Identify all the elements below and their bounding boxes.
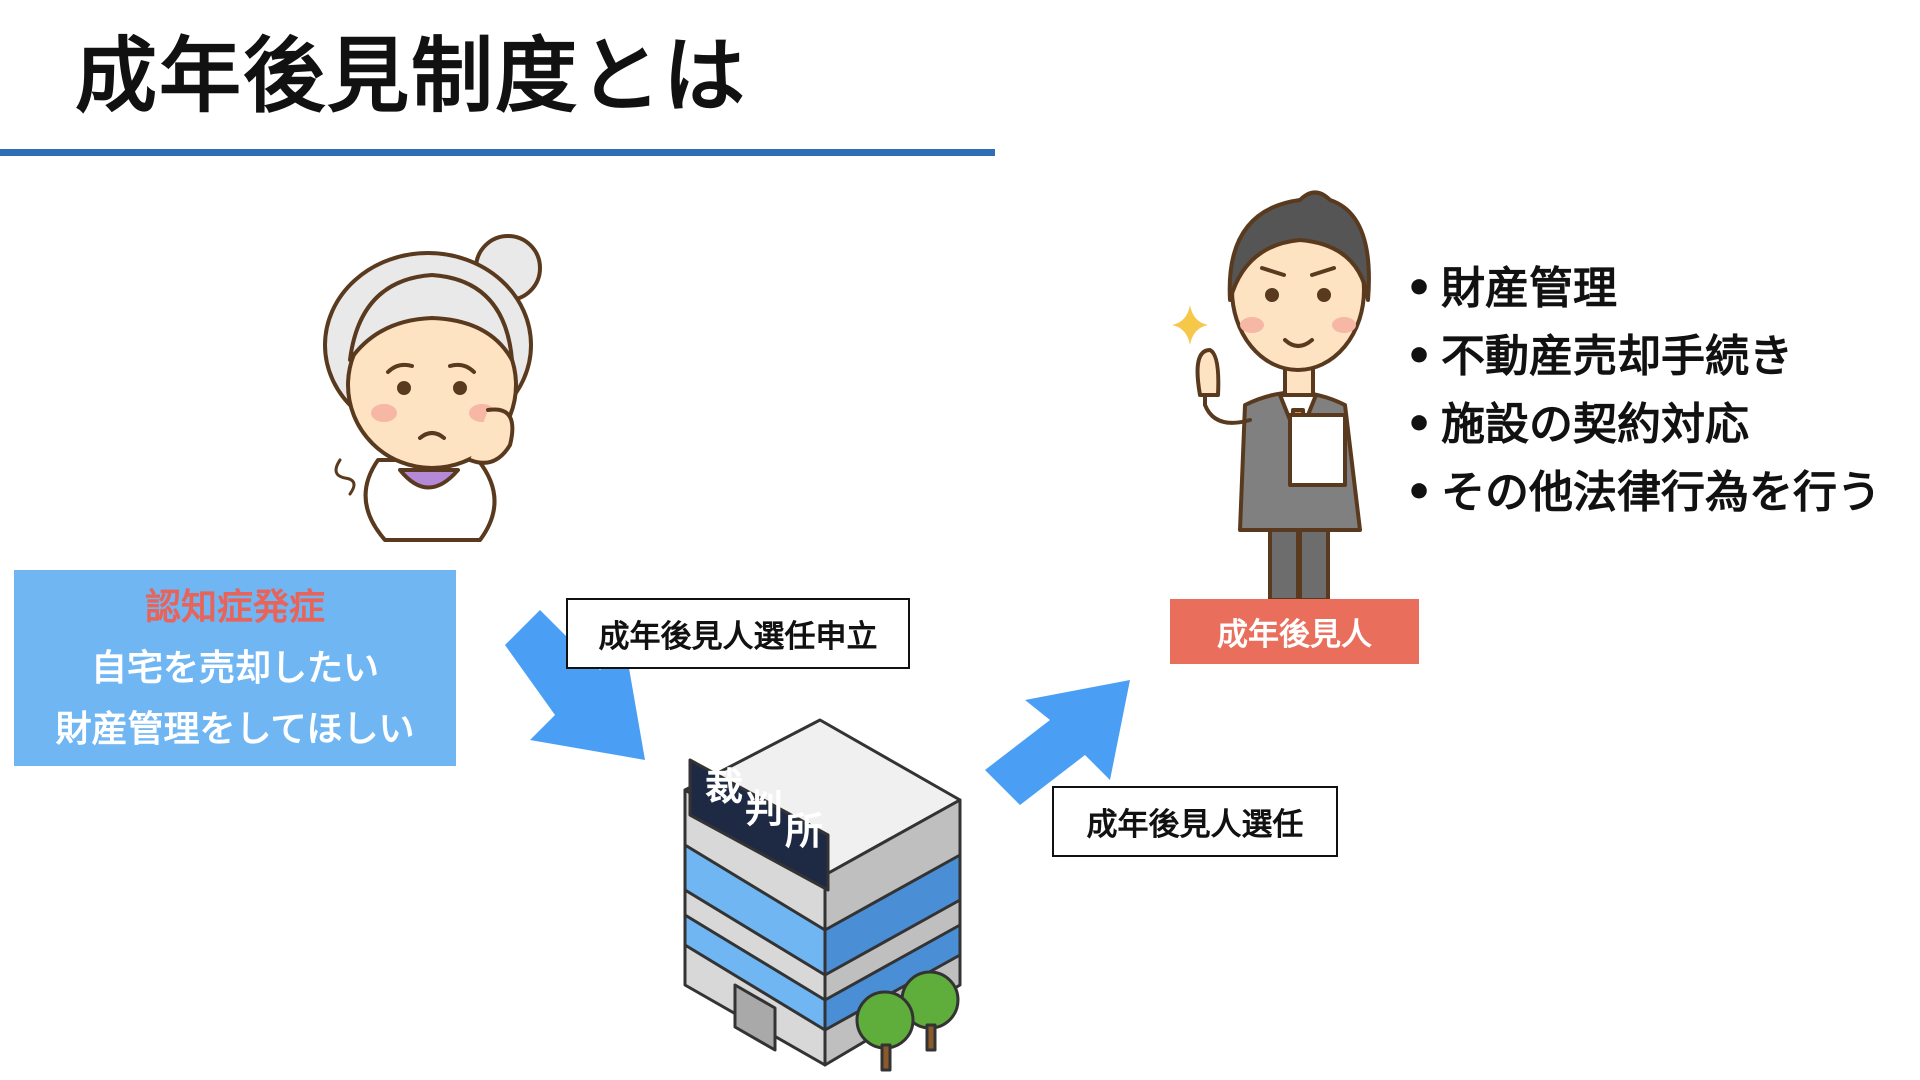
duty-item: •その他法律行為を行う xyxy=(1405,467,1881,518)
title-underline xyxy=(0,149,995,156)
petition-arrow-icon xyxy=(505,610,645,760)
situation-line: 自宅を売却したい xyxy=(90,647,379,689)
petition-label: 成年後見人選任申立 xyxy=(566,598,910,669)
appointment-arrow-icon xyxy=(985,680,1130,805)
duty-text: 施設の契約対応 xyxy=(1441,399,1749,450)
elderly-woman-icon xyxy=(323,234,542,542)
court-sign-char: 所 xyxy=(785,809,823,853)
duty-text: 不動産売却手続き xyxy=(1441,331,1793,382)
court-sign-char: 判 xyxy=(745,787,783,831)
situation-box: 認知症発症 自宅を売却したい 財産管理をしてほしい xyxy=(14,570,456,766)
situation-alert: 認知症発症 xyxy=(144,586,325,628)
duty-text: 財産管理 xyxy=(1441,263,1617,314)
businessman-icon xyxy=(1195,190,1371,602)
duty-text: その他法律行為を行う xyxy=(1441,467,1881,518)
duty-item: •不動産売却手続き xyxy=(1405,331,1793,382)
page-title: 成年後見制度とは xyxy=(75,29,748,124)
court-building-icon xyxy=(683,718,962,1072)
guardian-badge: 成年後見人 xyxy=(1170,599,1419,664)
duties-list: •財産管理 •不動産売却手続き •施設の契約対応 •その他法律行為を行う xyxy=(1405,255,1881,527)
duty-item: •施設の契約対応 xyxy=(1405,399,1749,450)
situation-line: 財産管理をしてほしい xyxy=(55,708,415,750)
duty-item: •財産管理 xyxy=(1405,263,1617,314)
appointment-label: 成年後見人選任 xyxy=(1052,786,1338,857)
court-sign-char: 裁 xyxy=(705,765,743,809)
sparkle-icon xyxy=(1172,305,1208,345)
